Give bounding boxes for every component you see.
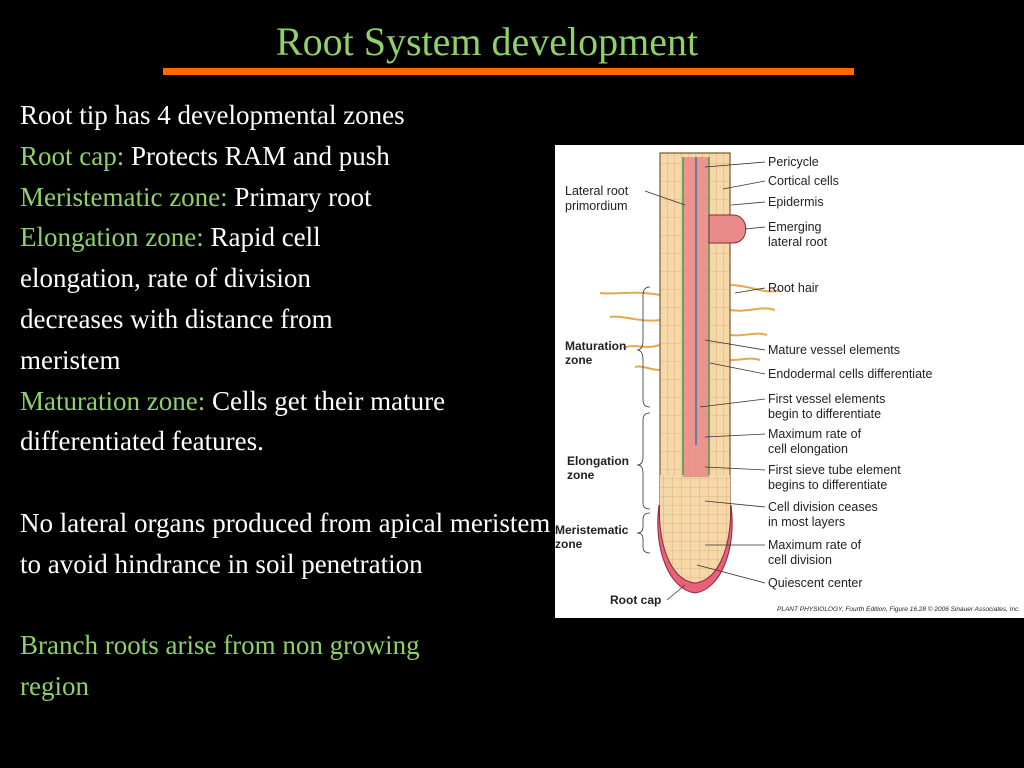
root-cap-item: Root cap: Protects RAM and push (20, 136, 560, 177)
spacer (20, 462, 560, 503)
label-maturation-zone-1: Maturation (565, 339, 626, 353)
label-root-hair: Root hair (768, 281, 819, 295)
elongation-term: Elongation zone: (20, 222, 204, 253)
zone-braces (636, 286, 651, 554)
root-hairs (599, 284, 781, 371)
label-pericycle: Pericycle (768, 155, 819, 169)
meristematic-text: Primary root (227, 181, 372, 212)
label-max-div-2: cell division (768, 553, 832, 567)
figure-caption: PLANT PHYSIOLOGY, Fourth Edition, Figure… (777, 605, 1020, 613)
maturation-text: Cells get their mature differentiated fe… (20, 385, 446, 457)
root-cap-shape (657, 504, 733, 594)
spacer (20, 585, 560, 626)
lateral-organs-text: No lateral organs produced from apical m… (20, 507, 551, 579)
slide-title-text: Root System development (275, 19, 699, 64)
label-maturation-zone-2: zone (565, 353, 593, 367)
branch-roots-text: Branch roots arise from non growing regi… (20, 630, 420, 702)
label-max-elong-2: cell elongation (768, 442, 848, 456)
label-lateral-root-primordium-2: primordium (565, 199, 628, 213)
label-max-elong-1: Maximum rate of (768, 427, 862, 441)
emerging-lateral-root (708, 214, 747, 244)
label-epidermis: Epidermis (768, 195, 824, 209)
label-quiescent: Quiescent center (768, 576, 863, 590)
label-cell-div-1: Cell division ceases (768, 500, 878, 514)
label-elongation-zone-1: Elongation (567, 454, 629, 468)
label-meristematic-zone-2: zone (555, 537, 583, 551)
label-first-sieve-2: begins to differentiate (768, 478, 887, 492)
slide-title: Root System development (0, 18, 900, 66)
label-cortical-cells: Cortical cells (768, 174, 839, 188)
elongation-item: Elongation zone: Rapid cell elongation, … (20, 217, 420, 380)
label-cell-div-2: in most layers (768, 515, 845, 529)
root-tip-figure: Lateral root primordium Maturation zone … (555, 145, 1024, 618)
root-cap-term: Root cap: (20, 140, 125, 171)
maturation-item: Maturation zone: Cells get their mature … (20, 381, 470, 463)
label-mature-vessel: Mature vessel elements (768, 343, 900, 357)
label-lateral-root-primordium-1: Lateral root (565, 184, 629, 198)
label-max-div-1: Maximum rate of (768, 538, 862, 552)
title-underline (163, 68, 854, 75)
label-first-vessel-1: First vessel elements (768, 392, 885, 406)
label-elongation-zone-2: zone (567, 468, 595, 482)
meristematic-term: Meristematic zone: (20, 181, 228, 212)
label-endodermal: Endodermal cells differentiate (768, 367, 932, 381)
root-tip-diagram: Lateral root primordium Maturation zone … (555, 152, 1020, 613)
label-emerging-1: Emerging (768, 220, 822, 234)
intro-text: Root tip has 4 developmental zones (20, 100, 405, 130)
label-meristematic-zone-1: Meristematic (555, 523, 629, 537)
label-emerging-2: lateral root (768, 235, 828, 249)
maturation-term: Maturation zone: (20, 385, 206, 416)
meristematic-item: Meristematic zone: Primary root (20, 177, 560, 218)
root-cap-text: Protects RAM and push (124, 140, 390, 171)
label-first-sieve-1: First sieve tube element (768, 463, 901, 477)
label-first-vessel-2: begin to differentiate (768, 407, 881, 421)
label-root-cap: Root cap (610, 593, 661, 607)
slide-body: Root tip has 4 developmental zones Root … (20, 95, 560, 707)
elongation-text: Rapid cell elongation, rate of division … (20, 222, 333, 375)
right-leader-lines (696, 161, 766, 584)
